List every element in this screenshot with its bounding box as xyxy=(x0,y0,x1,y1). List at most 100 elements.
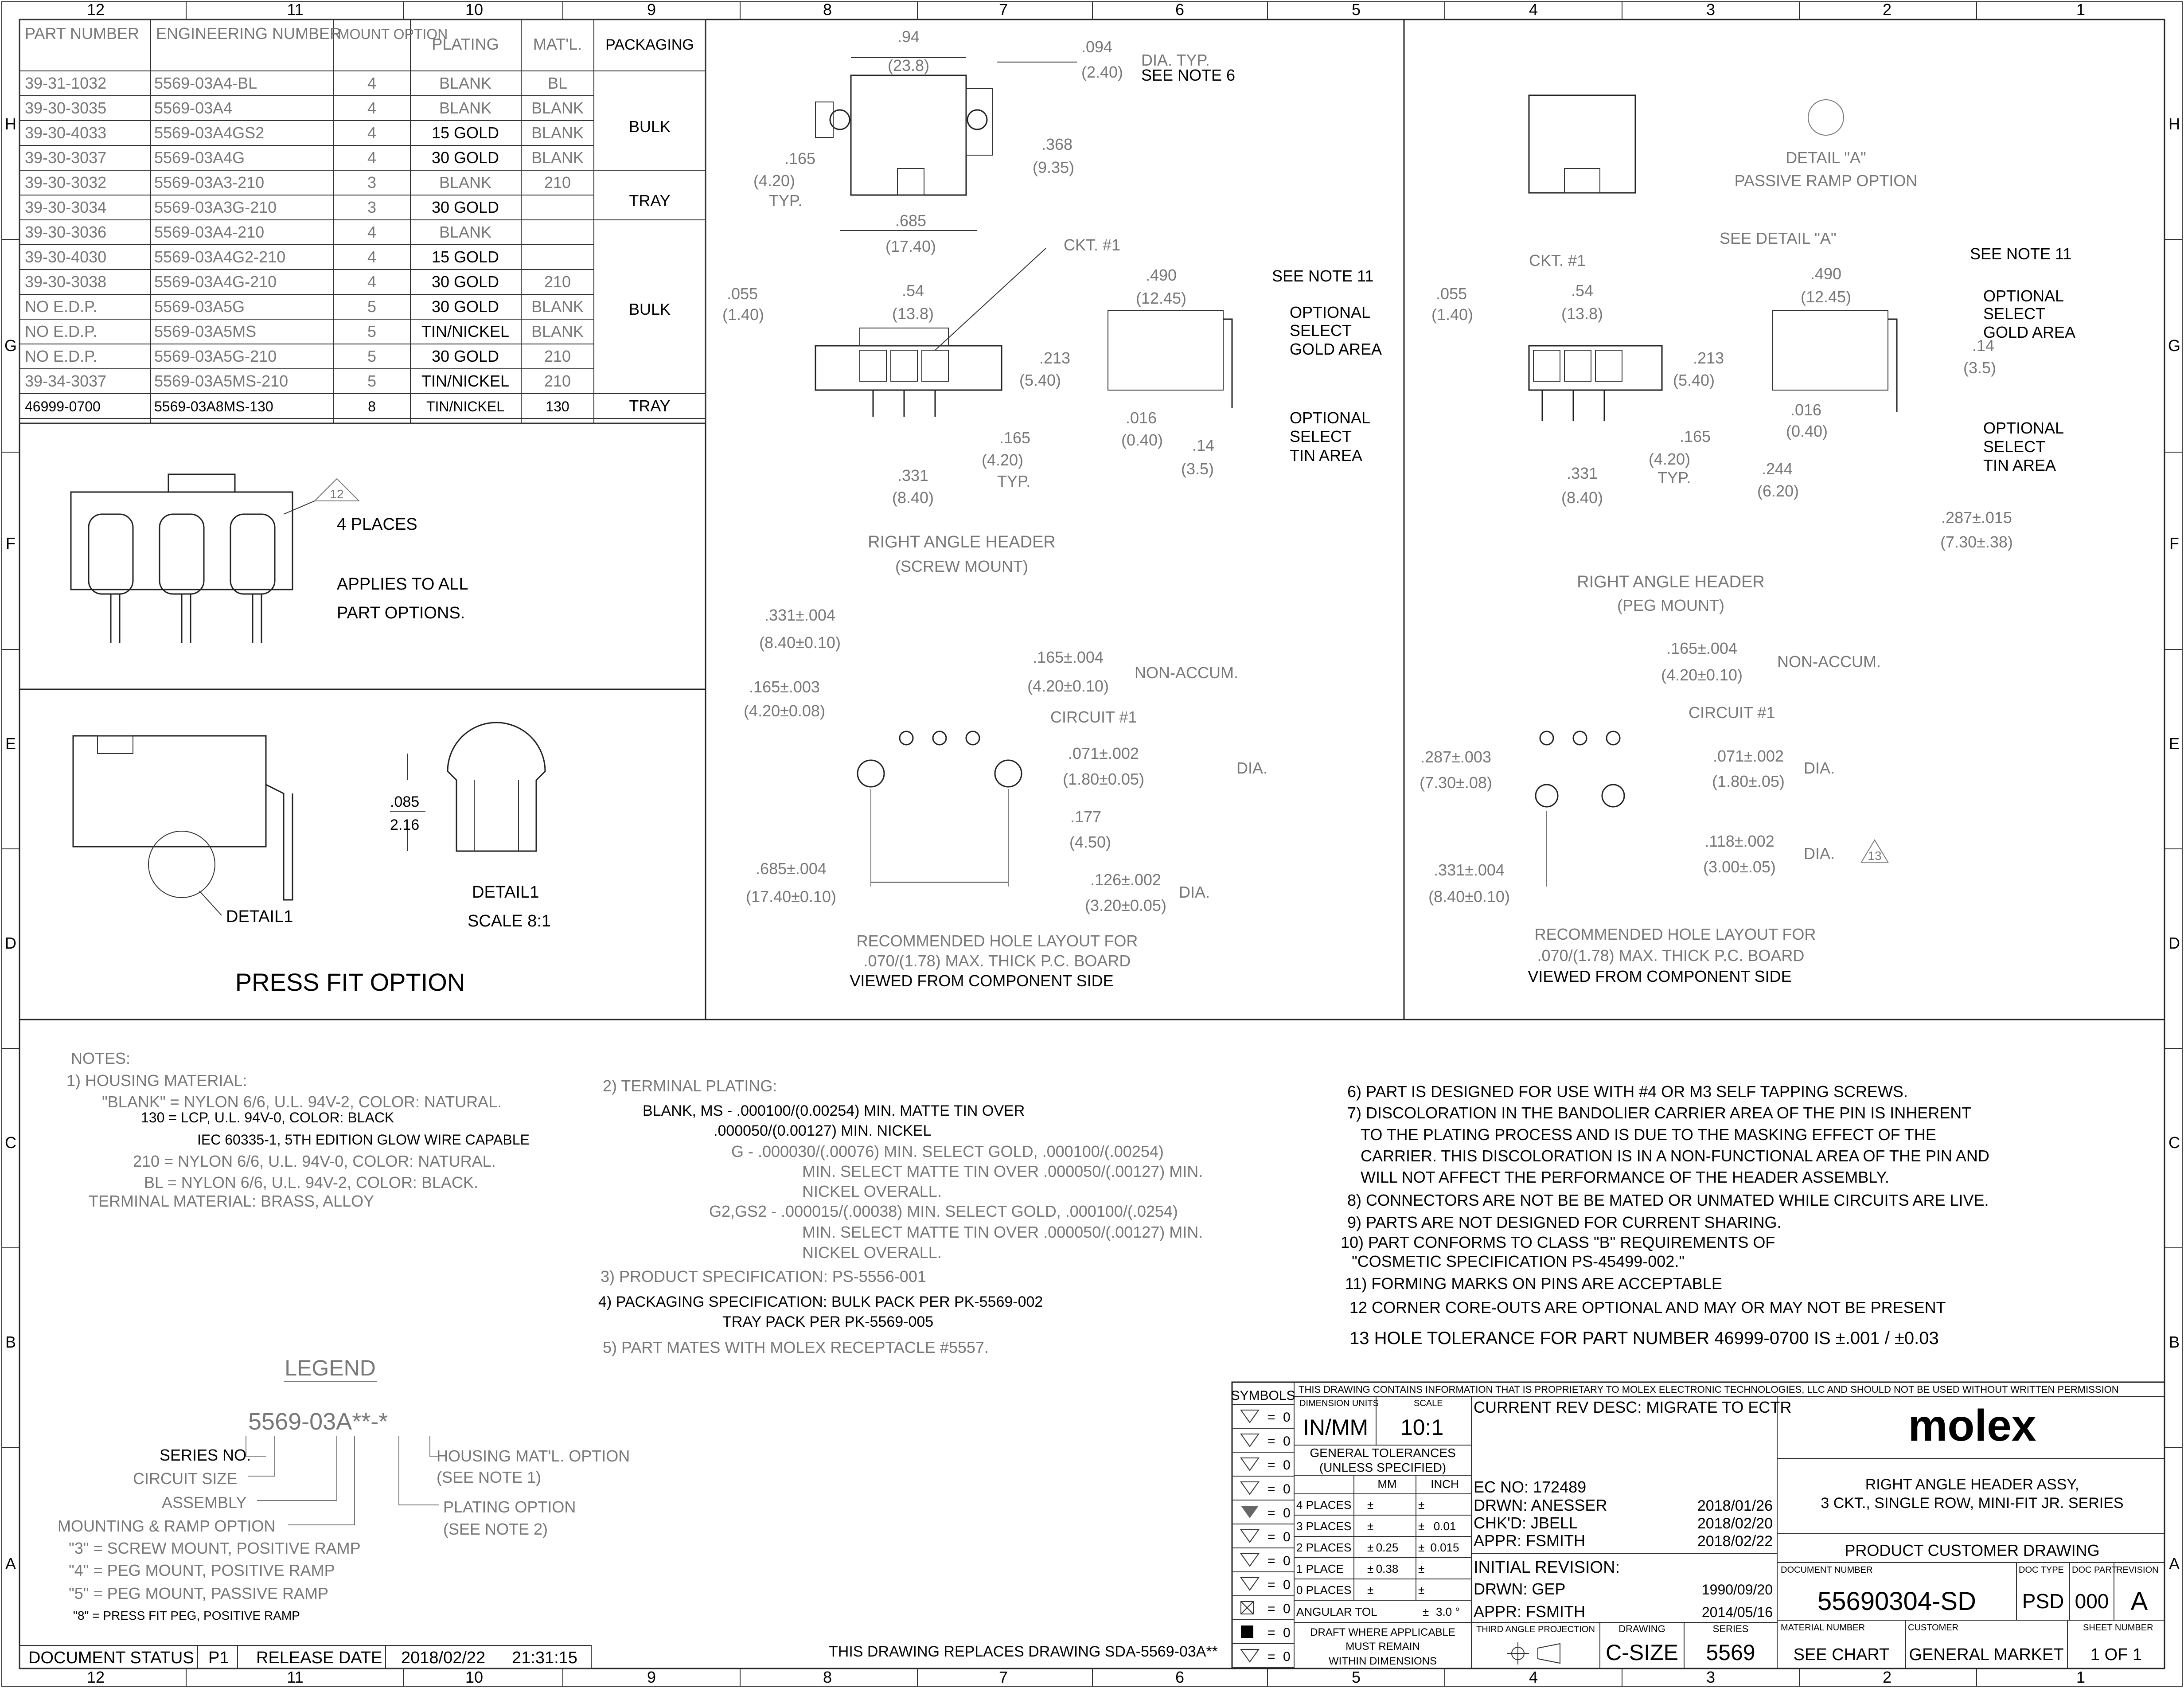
peg-rec-line2: .070/(1.78) MAX. THICK P.C. BOARD xyxy=(1537,946,1805,965)
screw-select-gold: SELECT xyxy=(1290,321,1352,340)
screw-ckt1: CKT. #1 xyxy=(1064,236,1120,254)
table-header-packaging: PACKAGING xyxy=(605,36,694,53)
triangle-symbol-icon xyxy=(1240,1434,1260,1447)
symbol-equals: = xyxy=(1268,1458,1275,1473)
material-number: SEE CHART xyxy=(1794,1645,1890,1664)
screw-dim-14: .14 xyxy=(1192,436,1214,454)
peg-hole-dim-d1: .071±.002 xyxy=(1713,747,1784,765)
symbol-value: 0 xyxy=(1283,1458,1291,1473)
note-line: NICKEL OVERALL. xyxy=(802,1243,942,1262)
table-cell: TIN/NICKEL xyxy=(421,322,509,340)
applies-label: APPLIES TO ALL xyxy=(337,575,468,594)
peg-optional-tin: OPTIONAL xyxy=(1983,419,2064,437)
ec-number: EC NO: 172489 xyxy=(1474,1478,1586,1496)
table-cell: 39-30-3032 xyxy=(25,173,106,191)
description-line2: 3 CKT., SINGLE ROW, MINI-FIT JR. SERIES xyxy=(1821,1495,2123,1512)
peg-hole-dia1: DIA. xyxy=(1804,759,1835,777)
row-label-left: C xyxy=(5,1133,16,1152)
table-header-plating: PLATING xyxy=(432,35,499,53)
table-cell: BLANK xyxy=(439,223,491,241)
col-label-top: 3 xyxy=(1706,0,1715,19)
current-rev-desc: CURRENT REV DESC: MIGRATE TO ECTR xyxy=(1474,1398,1791,1416)
press-fit-top-view: 12 4 PLACES APPLIES TO ALL PART OPTIONS. xyxy=(70,473,468,643)
legend-code: 5569-03A**-* xyxy=(248,1408,388,1435)
col-label-top: 9 xyxy=(647,0,656,19)
table-header-engineering-number: ENGINEERING NUMBER xyxy=(156,24,341,43)
table-cell: 39-30-3038 xyxy=(25,273,106,291)
doc-type: PSD xyxy=(2022,1590,2064,1613)
passive-ramp-label: PASSIVE RAMP OPTION xyxy=(1735,172,1918,190)
table-cell: 5569-03A8MS-130 xyxy=(154,399,273,414)
dimension-units: IN/MM xyxy=(1303,1415,1368,1440)
table-cell: BLANK xyxy=(531,124,584,142)
row-label-right: G xyxy=(2168,336,2180,355)
initial-approved-by: APPR: FSMITH xyxy=(1474,1602,1585,1621)
col-label-bottom: 2 xyxy=(1883,1668,1892,1686)
general-tolerances: GENERAL TOLERANCES xyxy=(1310,1446,1455,1460)
peg-tin-area: TIN AREA xyxy=(1983,456,2056,474)
legend-m4: "4" = PEG MOUNT, POSITIVE RAMP xyxy=(69,1561,335,1579)
legend-title: LEGEND xyxy=(285,1356,376,1380)
note-line: 10) PART CONFORMS TO CLASS "B" REQUIREME… xyxy=(1341,1233,1775,1251)
table-cell: NO E.D.P. xyxy=(25,297,97,316)
peg-dim-490: .490 xyxy=(1810,265,1841,283)
screw-rec-line2: .070/(1.78) MAX. THICK P.C. BOARD xyxy=(864,952,1131,970)
revision: A xyxy=(2131,1587,2148,1616)
table-cell: BLANK xyxy=(531,297,584,316)
col-label-top: 11 xyxy=(287,0,303,19)
col-label-bottom: 8 xyxy=(823,1668,832,1686)
tolerance-cell: ± xyxy=(1367,1562,1373,1575)
customer-label: CUSTOMER xyxy=(1908,1623,1958,1633)
screw-nonaccum: NON-ACCUM. xyxy=(1135,664,1238,682)
table-cell: 3 xyxy=(367,198,376,216)
detail-scale: SCALE 8:1 xyxy=(468,912,551,930)
note-line: 11) FORMING MARKS ON PINS ARE ACCEPTABLE xyxy=(1345,1274,1722,1293)
screw-tin-area: TIN AREA xyxy=(1290,446,1362,465)
screw-dim-685: .685 xyxy=(895,211,926,230)
drawing-size: C-SIZE xyxy=(1606,1640,1678,1665)
tolerance-cell: ± xyxy=(1418,1562,1424,1575)
table-cell: 5569-03A5G xyxy=(154,297,245,316)
screw-dim-420b: (4.20) xyxy=(982,451,1023,469)
screw-dim-54: .54 xyxy=(902,281,924,300)
col-label-top: 2 xyxy=(1883,0,1892,19)
note-line: 13 HOLE TOLERANCE FOR PART NUMBER 46999-… xyxy=(1349,1329,1939,1348)
tolerance-cell: 0 PLACES xyxy=(1296,1583,1351,1597)
legend-m5: "5" = PEG MOUNT, PASSIVE RAMP xyxy=(69,1584,328,1602)
peg-typ: TYP. xyxy=(1658,469,1691,487)
tolerance-cell: 1 PLACE xyxy=(1296,1562,1344,1575)
table-cell: 5569-03A3G-210 xyxy=(154,198,277,216)
screw-dim-540: (5.40) xyxy=(1019,371,1061,389)
note-line: TO THE PLATING PROCESS AND IS DUE TO THE… xyxy=(1361,1125,1936,1144)
screw-dim-016: .016 xyxy=(1126,409,1157,427)
peg-dim-1245: (12.45) xyxy=(1801,288,1851,306)
tolerance-cell: 0.01 xyxy=(1434,1520,1456,1533)
col-label-top: 1 xyxy=(2076,0,2085,19)
screw-select-tin: SELECT xyxy=(1290,427,1352,445)
legend-mounting: MOUNTING & RAMP OPTION xyxy=(58,1517,275,1535)
peg-dim-213: .213 xyxy=(1693,349,1724,367)
screw-dim-094: .94 xyxy=(897,27,920,46)
peg-hole-dim-d2: (1.80±.05) xyxy=(1712,772,1785,790)
revision-label: REVISION xyxy=(2116,1565,2159,1575)
note-line: 9) PARTS ARE NOT DESIGNED FOR CURRENT SH… xyxy=(1347,1213,1782,1231)
peg-dim-287: .287±.015 xyxy=(1941,508,2012,527)
row-label-left: H xyxy=(5,115,16,133)
col-label-bottom: 6 xyxy=(1175,1668,1184,1686)
table-cell: 39-30-3035 xyxy=(25,99,106,117)
tolerance-cell: 0.015 xyxy=(1430,1541,1459,1554)
see-note-6: SEE NOTE 6 xyxy=(1141,66,1235,84)
packaging-bulk: BULK xyxy=(629,300,671,318)
symbol-value: 0 xyxy=(1283,1506,1291,1520)
screw-dim-140: (1.40) xyxy=(722,305,764,324)
legend-plating: PLATING OPTION xyxy=(443,1498,576,1516)
table-cell: 39-30-3037 xyxy=(25,148,106,167)
table-cell: BLANK xyxy=(531,99,584,117)
cross-square-icon xyxy=(1240,1601,1254,1614)
filled-triangle-icon xyxy=(1241,1506,1259,1518)
symbol-value: 0 xyxy=(1283,1625,1291,1640)
tolerance-cell: ± xyxy=(1367,1541,1373,1554)
note-line: "BLANK" = NYLON 6/6, U.L. 94V-2, COLOR: … xyxy=(102,1093,502,1111)
table-cell: 5569-03A4-210 xyxy=(154,223,264,241)
